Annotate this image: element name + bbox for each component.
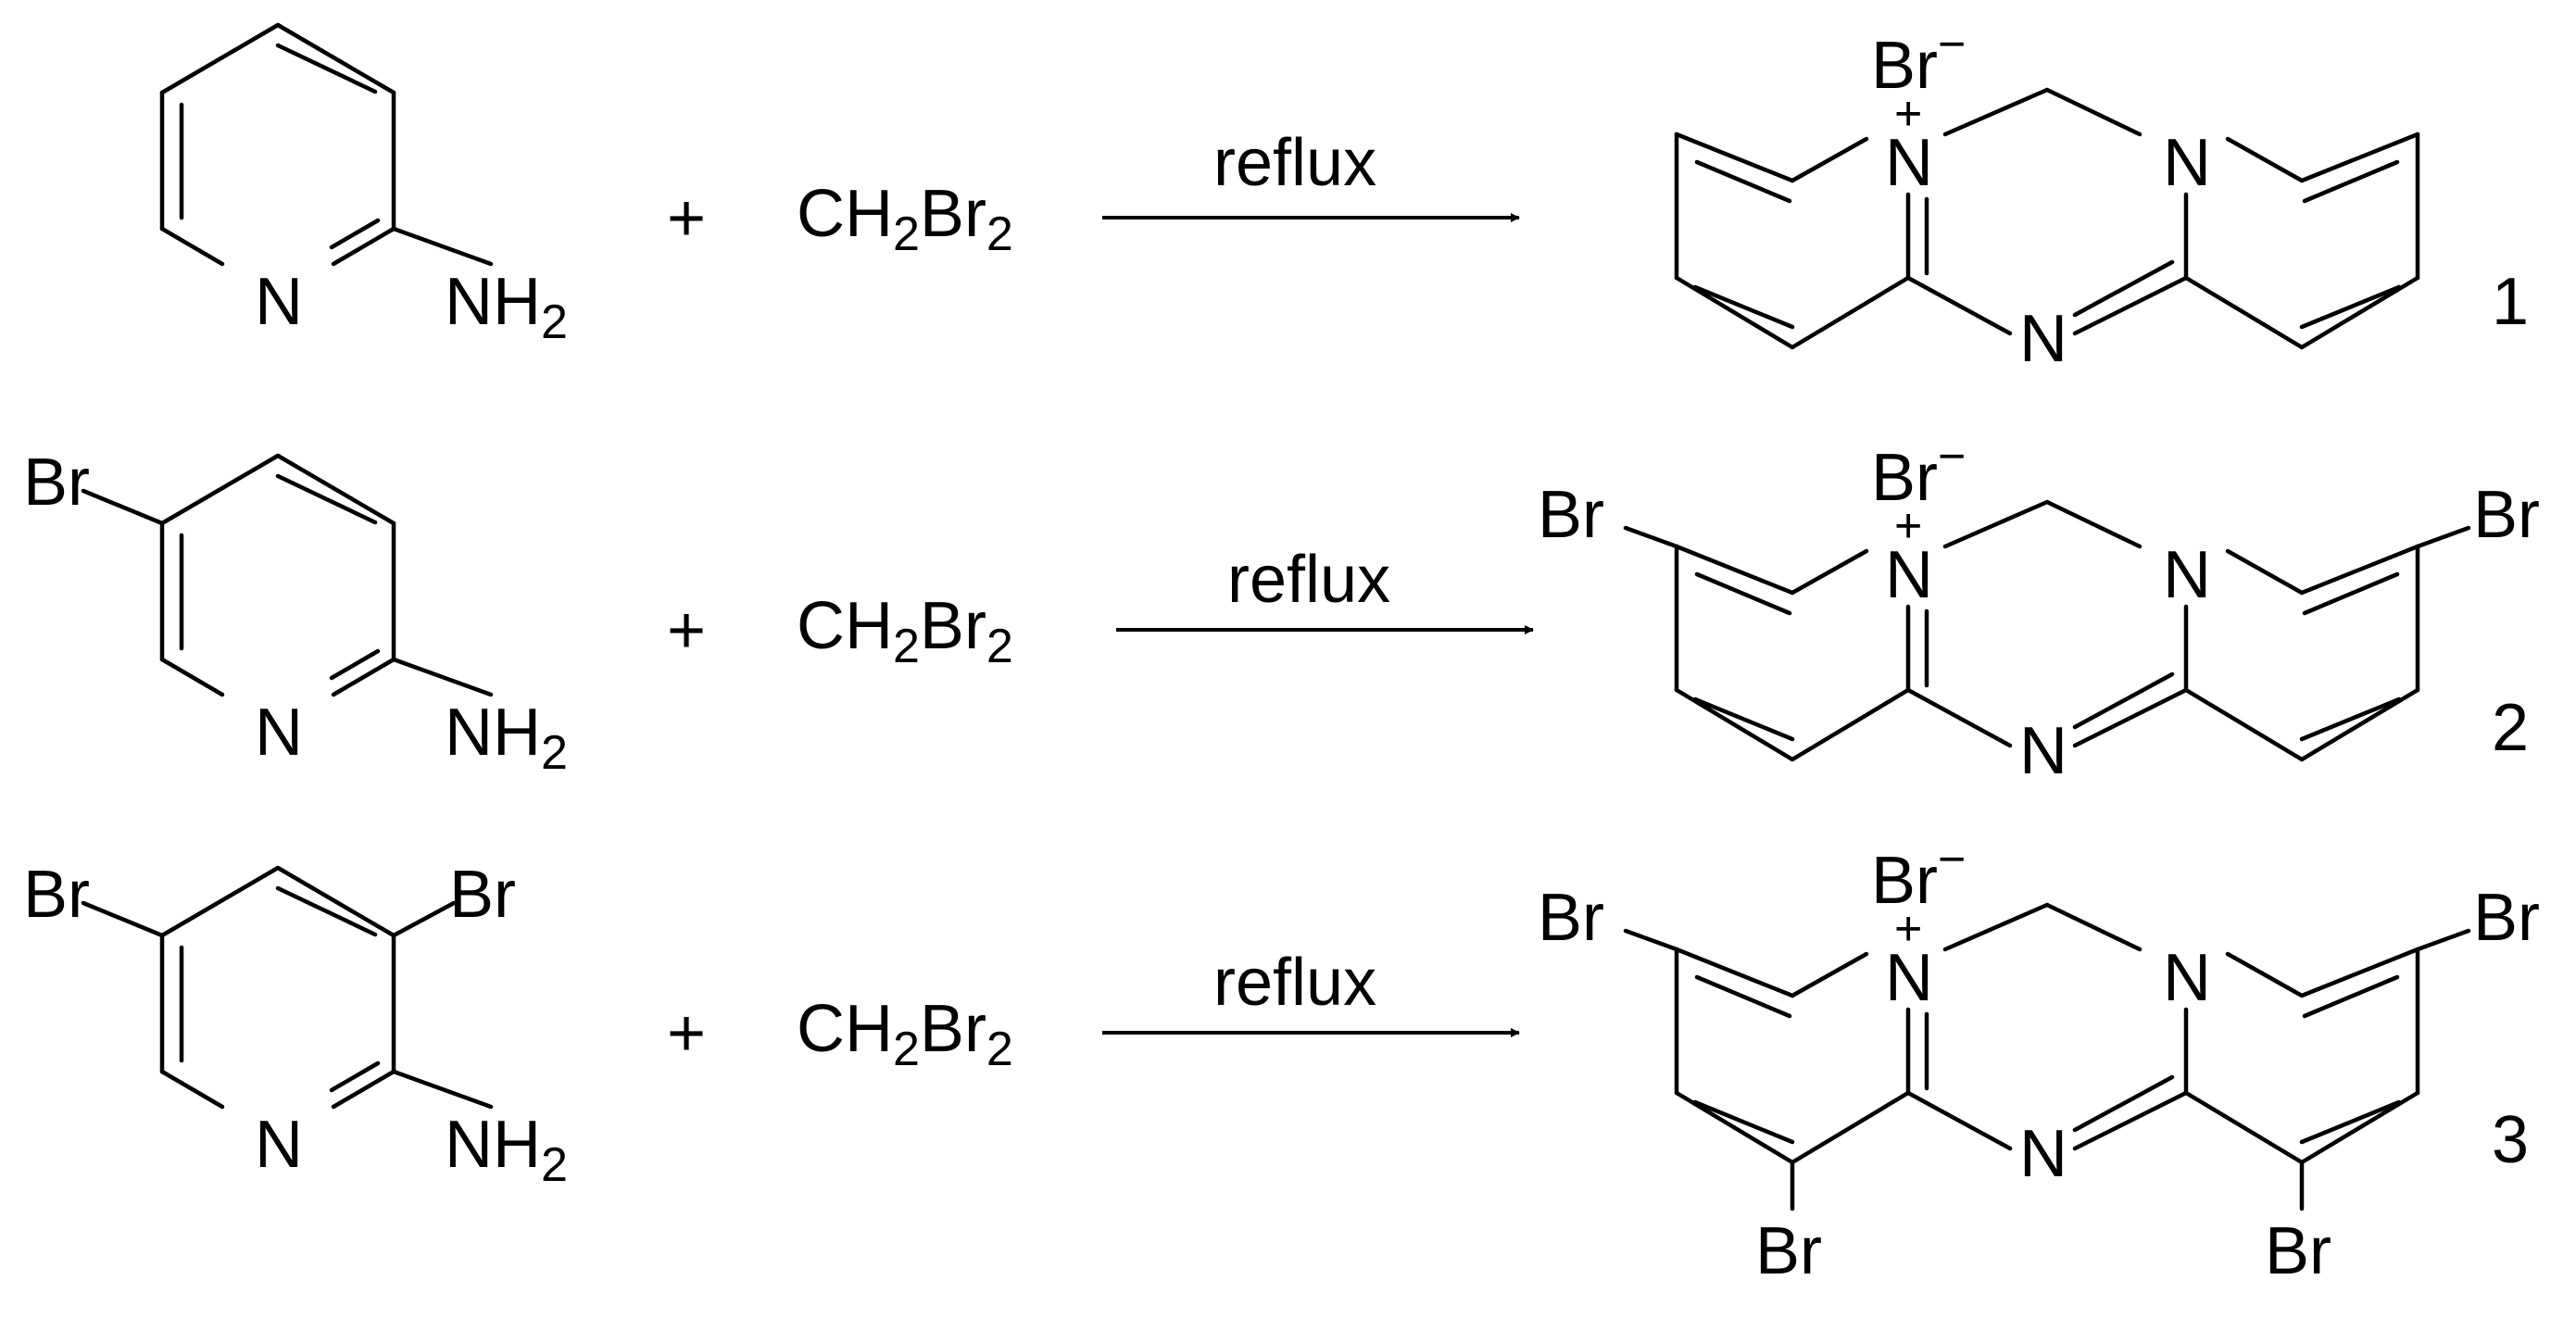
compound-number-1: 1: [2492, 265, 2529, 339]
reflux-label: reflux: [1227, 543, 1390, 617]
reactant-1: N NH2: [162, 25, 568, 349]
bromide-anion: Br−: [1871, 18, 1966, 103]
pyridinium-nitrogen: N: [1885, 941, 1933, 1015]
plus-sign: +: [667, 182, 706, 256]
reaction-2: N NH2 Br + CH2Br2 reflux N + N N Br− Br …: [23, 430, 2540, 788]
product-1: N + N N Br−: [1677, 18, 2418, 376]
plus-charge: +: [1894, 499, 1922, 553]
reactant-3: N NH2 Br Br: [23, 858, 568, 1192]
reaction-3: N NH2 Br Br + CH2Br2 reflux N + N N Br− …: [23, 833, 2540, 1288]
bromo-substituent-3: Br: [449, 858, 516, 932]
bridging-nitrogen: N: [2019, 302, 2067, 376]
ring-nitrogen: N: [255, 265, 303, 339]
product-3: N + N N Br− Br Br Br Br: [1538, 833, 2540, 1288]
pyridinium-nitrogen: N: [1885, 538, 1933, 612]
compound-number-2: 2: [2492, 691, 2529, 765]
dibromomethane: CH2Br2: [797, 992, 1013, 1076]
amine-nitrogen: N: [2163, 126, 2211, 200]
bridging-nitrogen: N: [2019, 1117, 2067, 1191]
plus-charge: +: [1894, 902, 1922, 956]
bromo-substituent: Br: [23, 445, 90, 520]
amine-nitrogen: N: [2163, 538, 2211, 612]
compound-number-3: 3: [2492, 1103, 2529, 1177]
bromo-substituent-5: Br: [23, 858, 90, 932]
bromo-substituent-right: Br: [2473, 881, 2540, 955]
bromide-anion: Br−: [1871, 833, 1966, 918]
plus-sign: +: [667, 594, 706, 668]
bromide-anion: Br−: [1871, 430, 1966, 515]
reaction-1: N NH2 + CH2Br2 reflux N + N N Br− 1: [162, 18, 2529, 376]
bromo-substituent-bottom-left: Br: [1755, 1214, 1822, 1288]
bromo-substituent-right: Br: [2473, 478, 2540, 552]
amino-label: NH2: [445, 1108, 568, 1192]
product-2: N + N N Br− Br Br: [1538, 430, 2540, 788]
ring-nitrogen: N: [255, 1108, 303, 1182]
plus-charge: +: [1894, 87, 1922, 141]
bridging-nitrogen: N: [2019, 714, 2067, 788]
ring-nitrogen: N: [255, 696, 303, 770]
reflux-label: reflux: [1213, 946, 1376, 1020]
reflux-label: reflux: [1213, 126, 1376, 200]
plus-sign: +: [667, 997, 706, 1071]
dibromomethane: CH2Br2: [797, 177, 1013, 261]
bromo-substituent-left: Br: [1538, 478, 1604, 552]
bromo-substituent-bottom-right: Br: [2265, 1214, 2331, 1288]
amine-nitrogen: N: [2163, 941, 2211, 1015]
amino-label: NH2: [445, 696, 568, 780]
amino-label: NH2: [445, 265, 568, 349]
bromo-substituent-left: Br: [1538, 881, 1604, 955]
pyridinium-nitrogen: N: [1885, 126, 1933, 200]
dibromomethane: CH2Br2: [797, 589, 1013, 673]
reactant-2: N NH2 Br: [23, 445, 568, 780]
